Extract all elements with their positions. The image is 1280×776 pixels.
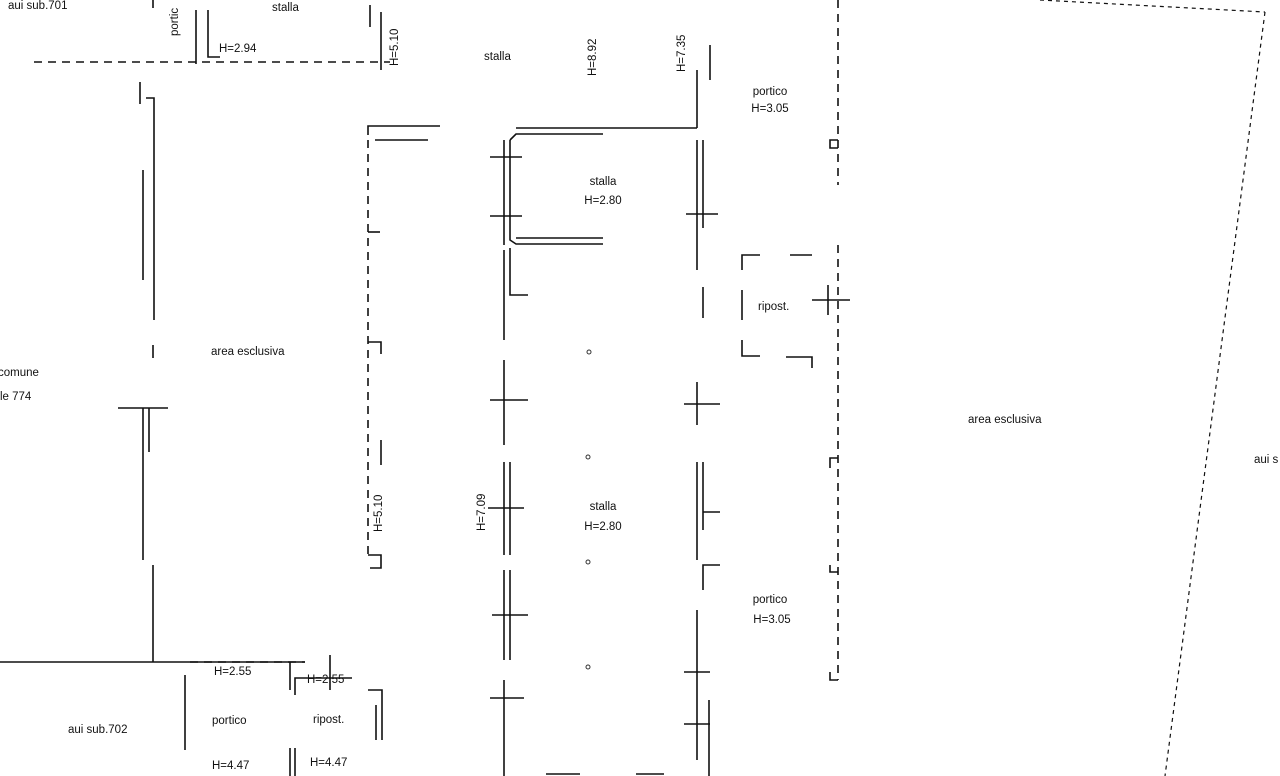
label-height-3-05-right-1: H=3.05: [751, 103, 789, 115]
label-height-2-94: H=2.94: [219, 43, 257, 55]
label-le-774: le 774: [0, 391, 32, 403]
label-aui-sub-702: aui sub.702: [68, 724, 128, 736]
label-height-4-47-b: H=4.47: [310, 757, 348, 769]
label-area-esclusiva-right: area esclusiva: [968, 414, 1042, 426]
label-portico-bottom: portico: [212, 715, 247, 727]
label-comune: comune: [0, 367, 39, 379]
label-aui-right: aui s: [1254, 454, 1279, 466]
label-height-2-55-a: H=2.55: [214, 666, 252, 678]
label-portico-top: portic: [169, 7, 181, 36]
label-height-7-09: H=7.09: [476, 493, 488, 531]
label-height-7-35: H=7.35: [676, 34, 688, 72]
label-stalla-top: stalla: [272, 2, 299, 14]
label-height-5-10-top: H=5.10: [389, 28, 401, 66]
label-height-2-80-1: H=2.80: [584, 195, 622, 207]
label-ripost-right: ripost.: [758, 301, 790, 313]
label-area-esclusiva-left: area esclusiva: [211, 346, 285, 358]
label-portico-right-1: portico: [752, 86, 788, 98]
label-height-5-10-mid: H=5.10: [373, 494, 385, 532]
label-ripost-bottom: ripost.: [313, 714, 345, 726]
label-stalla-1: stalla: [589, 176, 617, 188]
label-stalla: stalla: [484, 51, 511, 63]
label-height-2-80-2: H=2.80: [584, 521, 622, 533]
parcel-boundary: [1039, 0, 1266, 13]
label-portico-right-2: portico: [752, 594, 788, 606]
label-height-2-55-b: H=2.55: [307, 674, 345, 686]
label-height-3-05-right-2: H=3.05: [753, 614, 791, 626]
label-height-4-47-a: H=4.47: [212, 760, 250, 772]
label-aui-sub-701: aui sub.701: [8, 0, 68, 12]
label-height-8-92: H=8.92: [587, 38, 599, 76]
label-stalla-2: stalla: [589, 501, 617, 513]
